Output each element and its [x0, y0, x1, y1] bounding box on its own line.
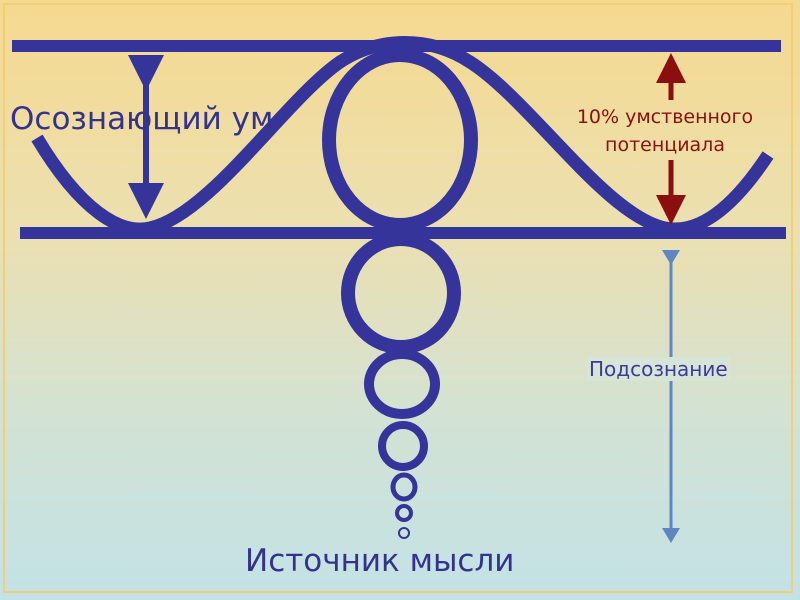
bubble-large	[322, 48, 478, 232]
thought-source-label: Источник мысли	[245, 543, 515, 579]
wave-line	[31, 36, 774, 236]
conscious-mind-label: Осознающий ум	[10, 101, 274, 137]
bubble-very-tiny	[395, 504, 413, 522]
mental-potential-label: 10% умственного потенциала	[576, 106, 754, 156]
bubble-medium	[341, 232, 461, 354]
bubble-tiny	[390, 472, 418, 502]
bubble-smallest	[398, 527, 410, 539]
subconscious-label: Подсознание	[587, 357, 730, 381]
bubble-small	[364, 349, 440, 419]
bubble-smaller	[378, 421, 428, 471]
